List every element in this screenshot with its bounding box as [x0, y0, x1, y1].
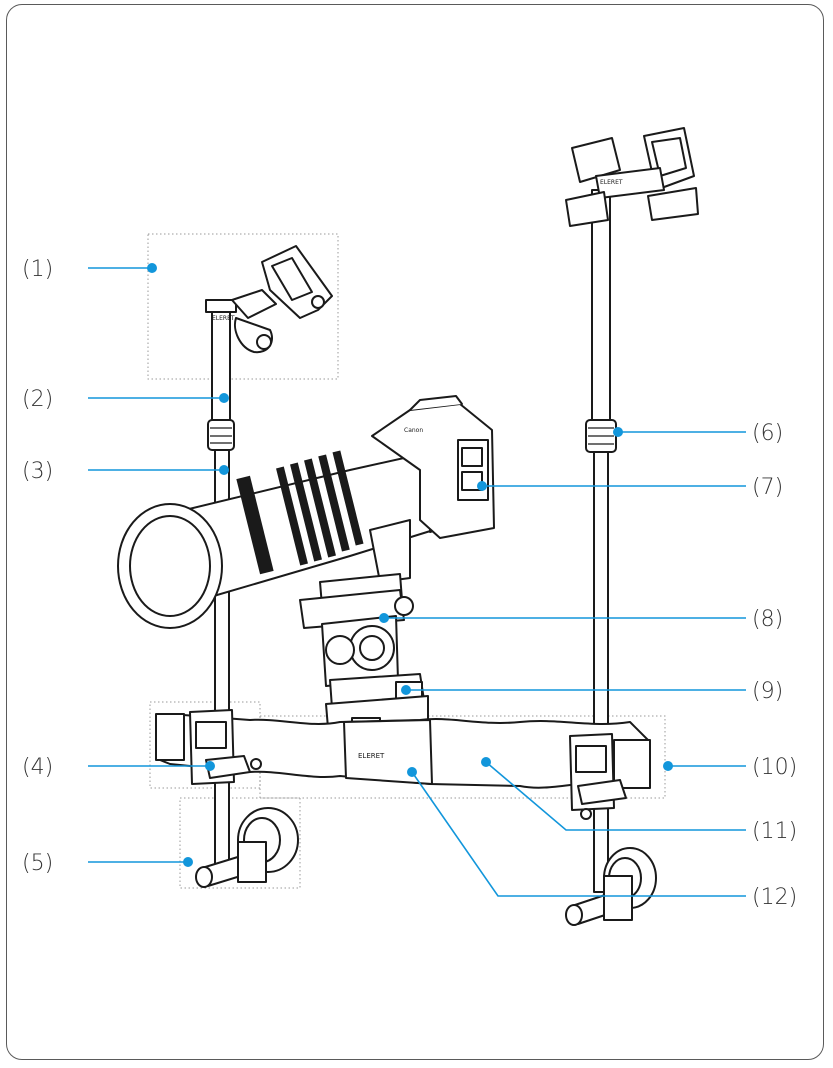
- callout-leaders: [88, 263, 746, 897]
- right-crossbar-clamp: [569, 733, 627, 820]
- left-suction-mount: [195, 807, 299, 888]
- callout-6-label: (6): [752, 421, 783, 446]
- lens-focus-ring: [236, 450, 364, 575]
- callout-8-label: (8): [752, 607, 783, 632]
- crossbar-brand: ELERET: [358, 752, 385, 760]
- crossbar: ELERET: [155, 713, 651, 789]
- callout-1-dot: [147, 263, 157, 273]
- callout-9-dot: [401, 685, 411, 695]
- callout-2-label: (2): [22, 387, 53, 412]
- callout-labels: (1) (2) (3) (4) (5) (6) (7) (8) (9) (10)…: [22, 257, 797, 910]
- callout-5-dot: [183, 857, 193, 867]
- top-clamp-box: [147, 233, 339, 380]
- top-right-clamp: ELERET: [565, 127, 699, 227]
- callout-3-label: (3): [22, 459, 53, 484]
- callout-6-dot: [613, 427, 623, 437]
- top-left-clamp: [231, 245, 333, 354]
- telephoto-lens: [117, 439, 471, 629]
- gimbal-head: [299, 519, 414, 687]
- callout-12-label: (12): [752, 885, 797, 910]
- callout-4-label: (4): [22, 755, 53, 780]
- callout-8-dot: [379, 613, 389, 623]
- callout-11-label: (11): [752, 819, 797, 844]
- camera-brand: Canon: [404, 427, 423, 434]
- callout-7-label: (7): [752, 475, 783, 500]
- right-suction-mount: [565, 847, 657, 926]
- suction-mount-box: [179, 797, 301, 889]
- left-pole-brand: ELERET: [212, 315, 235, 322]
- callout-11-dot: [481, 757, 491, 767]
- callout-7-dot: [477, 481, 487, 491]
- callout-3-dot: [219, 465, 229, 475]
- callout-4-dot: [205, 761, 215, 771]
- callout-10-label: (10): [752, 755, 797, 780]
- callout-2-dot: [219, 393, 229, 403]
- right-clamp-brand: ELERET: [600, 179, 623, 186]
- callout-10-dot: [663, 761, 673, 771]
- callout-12-dot: [407, 767, 417, 777]
- callout-5-label: (5): [22, 851, 53, 876]
- callout-9-label: (9): [752, 679, 783, 704]
- callout-1-label: (1): [22, 257, 53, 282]
